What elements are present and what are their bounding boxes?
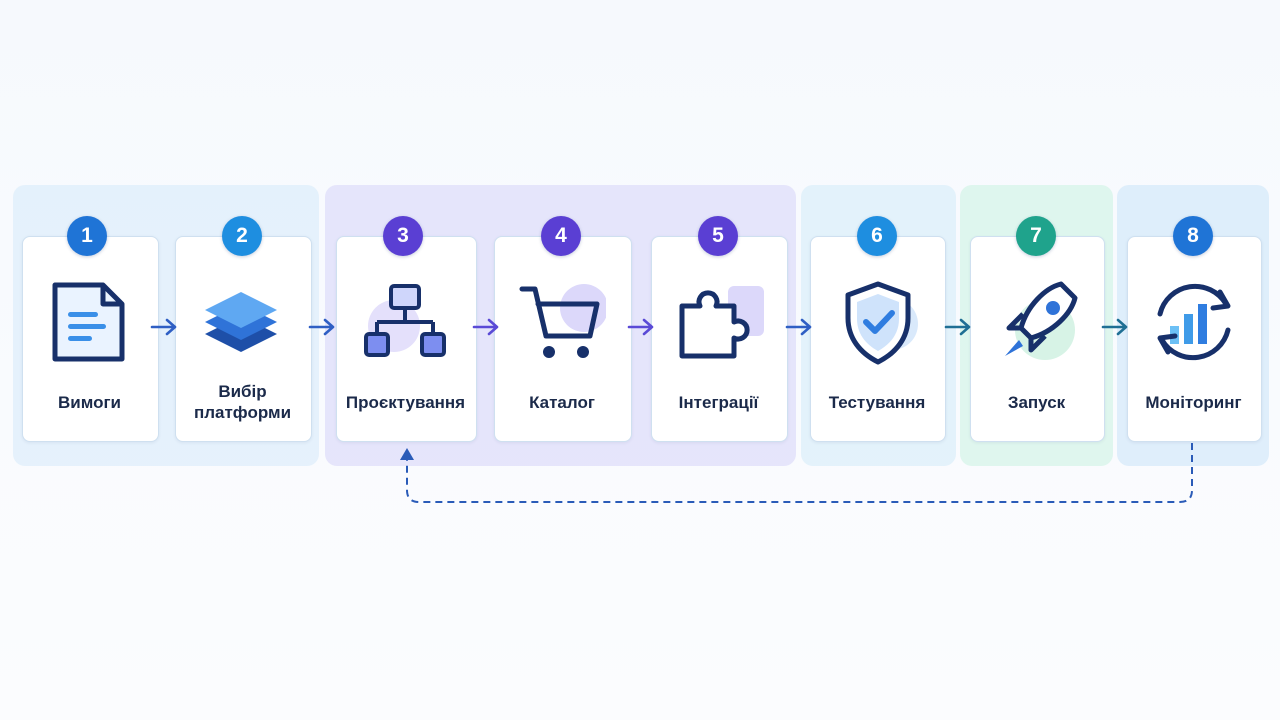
step-label: Каталог: [529, 392, 595, 412]
step-label: Моніторинг: [1145, 392, 1242, 412]
flow-arrow-icon: [308, 316, 338, 338]
step-card-8: [1127, 236, 1262, 442]
flow-arrow-icon: [472, 316, 502, 338]
flow-arrow-icon: [785, 316, 815, 338]
step-number-badge: 3: [383, 216, 423, 256]
monitoring-cycle-icon: [1150, 278, 1238, 366]
step-label: Запуск: [1007, 392, 1066, 412]
step-number-badge: 7: [1016, 216, 1056, 256]
flow-arrow-icon: [944, 316, 974, 338]
hierarchy-icon: [361, 278, 449, 366]
step-label: Проєктування: [345, 392, 466, 412]
shopping-cart-icon: [518, 278, 606, 366]
rocket-icon: [993, 278, 1081, 366]
step-number-badge: 6: [857, 216, 897, 256]
flow-arrow-icon: [150, 316, 180, 338]
feedback-loop-arrow: [395, 440, 1205, 510]
step-label: Вибір платформи: [193, 382, 292, 422]
step-number-badge: 8: [1173, 216, 1213, 256]
step-label: Вимоги: [58, 392, 121, 412]
step-label: Тестування: [828, 392, 926, 412]
puzzle-icon: [676, 278, 764, 366]
document-icon: [45, 278, 133, 366]
step-number-badge: 2: [222, 216, 262, 256]
step-card-4: [494, 236, 632, 442]
flow-arrow-icon: [1101, 316, 1131, 338]
flow-arrow-icon: [627, 316, 657, 338]
step-number-badge: 4: [541, 216, 581, 256]
step-number-badge: 5: [698, 216, 738, 256]
step-number-badge: 1: [67, 216, 107, 256]
step-label: Інтеграції: [678, 392, 759, 412]
shield-check-icon: [834, 278, 922, 366]
layers-icon: [199, 278, 287, 366]
